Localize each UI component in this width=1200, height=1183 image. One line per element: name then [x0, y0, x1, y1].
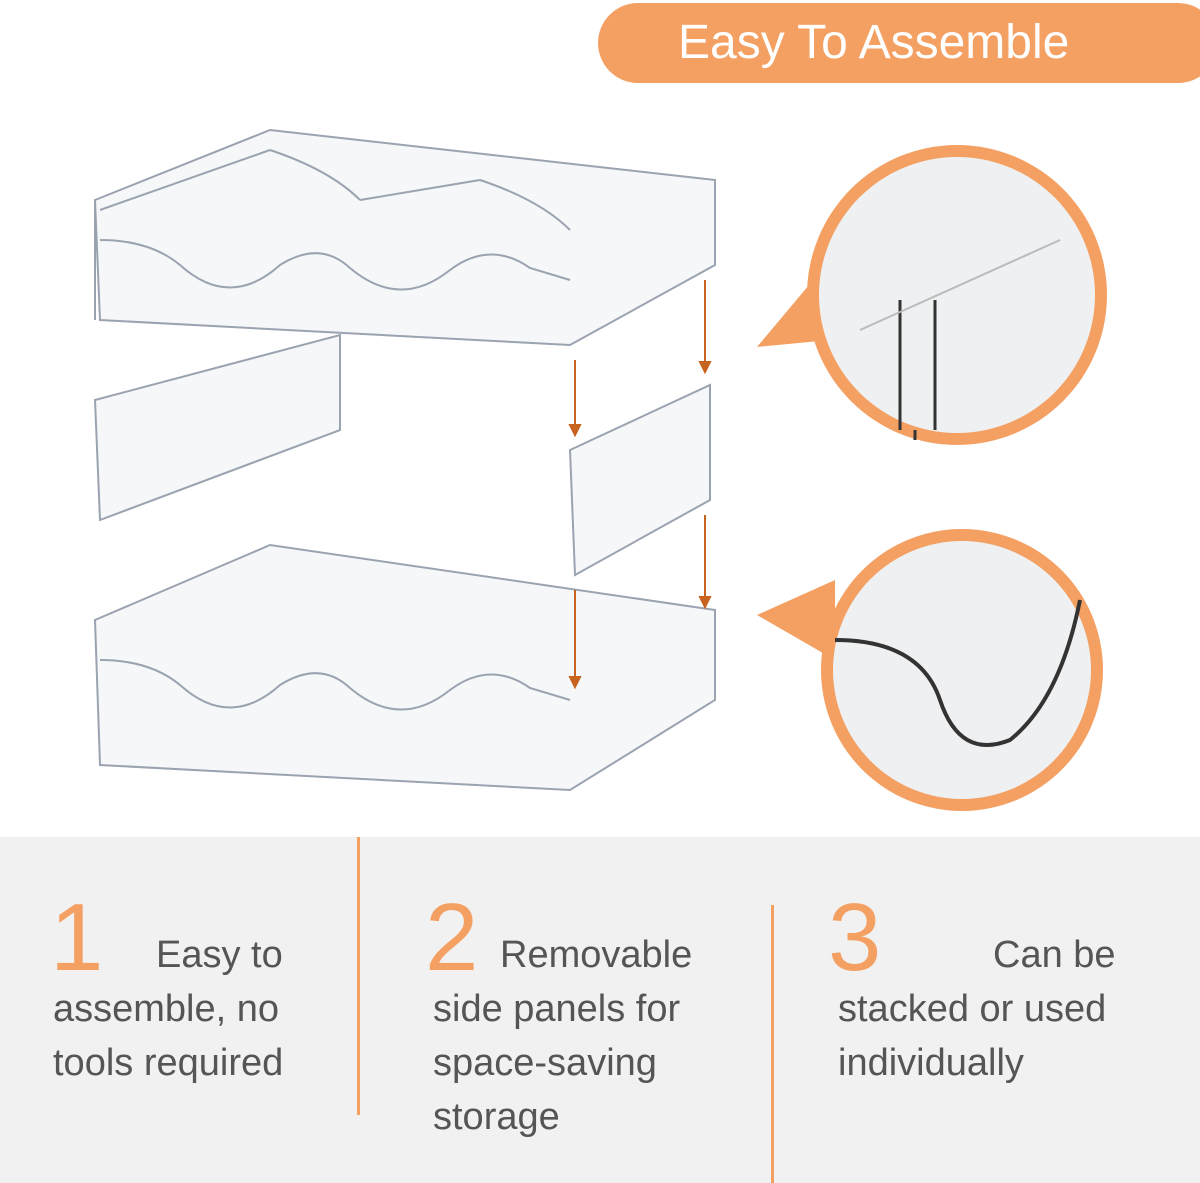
feature-text-2: Removable side panels for space-saving s…	[433, 928, 692, 1144]
feature-number-3: 3	[828, 884, 882, 991]
features-panel	[0, 837, 1200, 1183]
assembly-arrows	[568, 280, 712, 690]
feature-line: storage	[433, 1096, 560, 1138]
feature-line: space-saving	[433, 1042, 657, 1084]
right-side-panel	[568, 383, 711, 577]
left-side-panel	[93, 333, 341, 522]
divider	[771, 905, 774, 1183]
feature-text-1: Easy to assemble, no tools required	[53, 928, 283, 1090]
feature-text-3: Can be stacked or used individually	[838, 928, 1116, 1090]
feature-number-2: 2	[425, 884, 479, 991]
feature-number-1: 1	[50, 884, 104, 991]
top-rack	[93, 128, 716, 347]
feature-line: assemble, no	[53, 988, 280, 1030]
feature-line: stacked or used	[838, 988, 1107, 1030]
feature-line: Removable	[500, 934, 693, 976]
divider	[357, 837, 360, 1115]
feature-line: Easy to	[156, 934, 283, 976]
feature-line: Can be	[993, 934, 1116, 976]
feature-line: individually	[838, 1042, 1024, 1084]
bottom-rack	[93, 543, 716, 792]
title: Easy To Assemble	[678, 16, 1070, 69]
feature-line: side panels for	[433, 988, 681, 1030]
feature-line: tools required	[53, 1042, 284, 1084]
detail-callout-top	[757, 145, 1107, 445]
assembly-illustration	[93, 128, 1107, 811]
detail-callout-bottom	[757, 529, 1103, 811]
title-banner: Easy To Assemble	[598, 3, 1200, 83]
